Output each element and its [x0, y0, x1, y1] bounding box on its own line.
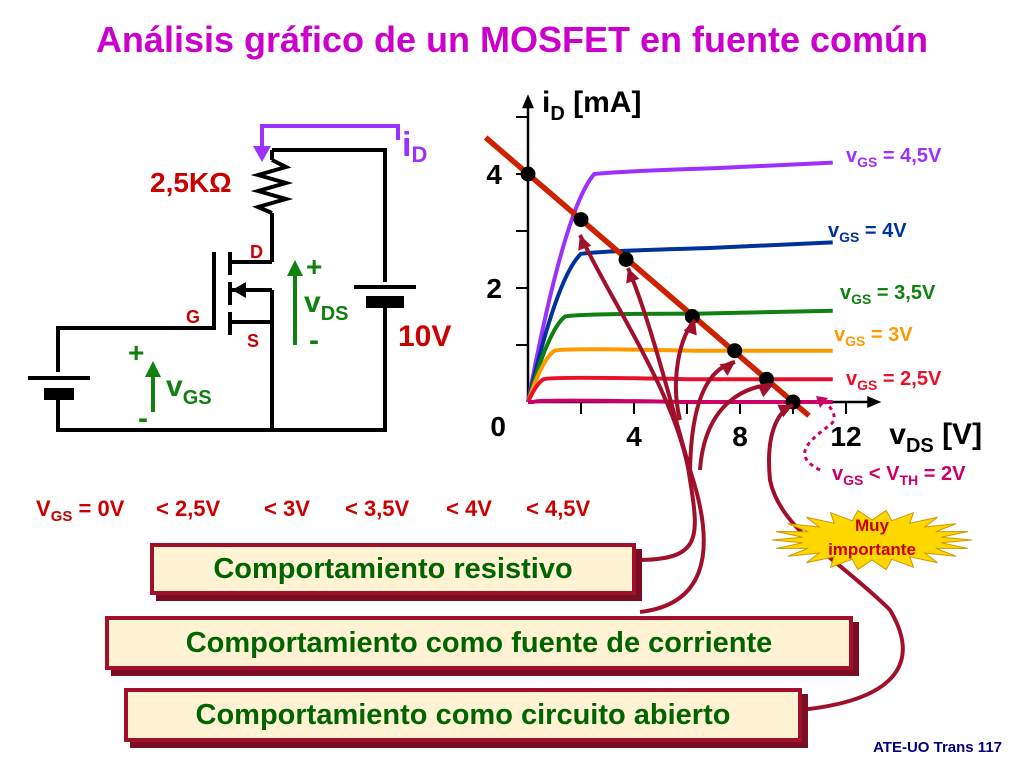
curve-series: [526, 240, 833, 403]
box-resistivo: Comportamiento resistivo: [150, 543, 636, 595]
curve-label: vGS = 3,5V: [840, 282, 936, 307]
x-tick-label: 8: [732, 421, 748, 452]
curve-series: [526, 160, 833, 403]
resistor-icon: [250, 158, 294, 215]
badge-line1: Muy: [855, 516, 890, 535]
resistor-label: 2,5KΩ: [150, 167, 232, 198]
body-arrow-icon: [232, 282, 246, 298]
footer-label: ATE-UO Trans 117: [873, 739, 1002, 756]
connector-head-icon: [757, 384, 773, 398]
characteristic-chart: 4 8 12 2 4 0 iD [mA] vDS [V] vGS = 4,5V vGS = 4V v…: [483, 86, 982, 488]
curve-label: vGS = 4V: [828, 220, 907, 245]
vds-minus: -: [309, 324, 319, 357]
y-tick-label: 2: [486, 273, 502, 304]
vgs-sequence-item: < 4,5V: [526, 496, 591, 521]
load-line: [483, 135, 811, 418]
vgs-sequence-item: < 2,5V: [156, 496, 221, 521]
vgs-label: vGS: [166, 370, 212, 409]
gate-wire: [56, 326, 214, 372]
curve-series: [528, 398, 833, 404]
circuit-diagram: [28, 148, 416, 432]
y-axis-arrow-icon: [522, 94, 534, 109]
vds-plus: +: [306, 251, 322, 282]
wire-top: [272, 148, 387, 282]
vds-arrow-head-icon: [287, 260, 303, 276]
x-axis-label: vDS [V]: [889, 418, 982, 457]
x-axis-arrow-icon: [867, 396, 882, 408]
id-label: iD: [402, 126, 427, 167]
vgs-sequence-items: < 2,5V < 3V < 3,5V < 4V < 4,5V: [156, 496, 591, 521]
connector-abierto: [767, 403, 905, 712]
vgs-sequence-item: < 3,5V: [345, 496, 410, 521]
connector-fuente-3: [673, 318, 697, 421]
operating-point: [727, 343, 743, 359]
page-title: Análisis gráfico de un MOSFET en fuente …: [96, 19, 928, 60]
box-abierto: Comportamiento como circuito abierto: [124, 688, 802, 742]
vth-pointer-head-icon: [816, 396, 828, 408]
operating-point: [618, 252, 634, 267]
vds-label: vDS: [304, 286, 348, 325]
curve-label: vGS = 4,5V: [846, 145, 942, 170]
operating-point: [520, 166, 536, 182]
connector-head-icon: [626, 268, 640, 284]
vgs-sequence: VGS = 0V: [36, 496, 125, 525]
vgs-minus: -: [138, 402, 148, 435]
connector-head-icon: [683, 320, 697, 336]
operating-point: [684, 309, 700, 324]
gate-label: G: [186, 307, 200, 327]
vth-pointer: [803, 398, 836, 472]
curve-series: [526, 375, 833, 403]
origin-label: 0: [490, 411, 506, 442]
vgs-sequence-item: < 3V: [264, 496, 310, 521]
connector-head-icon: [578, 235, 592, 251]
vgs-arrow-head-icon: [145, 361, 161, 377]
curve-label: vGS = 3V: [834, 324, 913, 349]
curve-label: vGS < VTH = 2V: [832, 463, 966, 488]
y-tick-label: 4: [486, 159, 502, 190]
badge-line2: importante: [828, 540, 916, 559]
current-arrow: [260, 124, 400, 150]
box-fuente: Comportamiento como fuente de corriente: [105, 616, 853, 670]
drain-label: D: [250, 242, 263, 262]
current-arrow-head-icon: [253, 146, 271, 162]
supply-label: 10V: [398, 320, 451, 353]
source-label: S: [247, 331, 259, 351]
connector-head-icon: [719, 362, 735, 376]
vgs-sequence-item: < 4V: [446, 496, 492, 521]
vgs-plus: +: [128, 337, 144, 368]
x-tick-label: 12: [830, 421, 861, 452]
curve-series: [526, 308, 833, 403]
y-axis-label: iD [mA]: [542, 86, 641, 125]
badge-starburst-icon: [771, 509, 973, 571]
x-tick-label: 4: [626, 421, 642, 452]
curve-label: vGS = 2,5V: [846, 368, 942, 393]
importante-badge: Muy importante: [771, 509, 973, 571]
curve-series: [526, 347, 833, 403]
connector-head-icon: [777, 404, 793, 418]
connector-heads: [578, 235, 793, 418]
wire-bottom: [56, 307, 387, 432]
operating-point: [573, 212, 589, 228]
operating-point: [759, 371, 774, 387]
